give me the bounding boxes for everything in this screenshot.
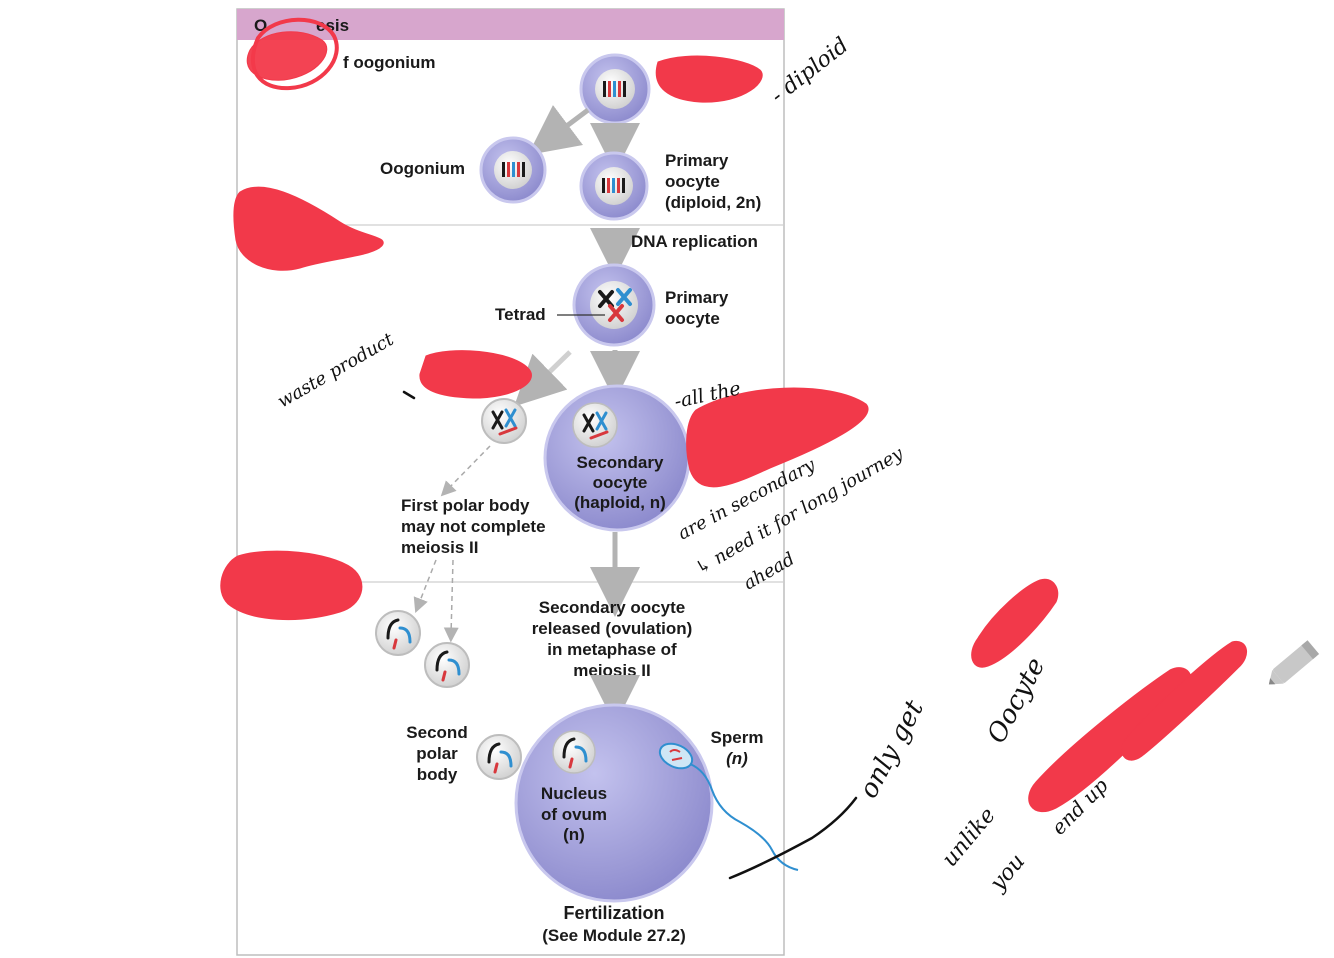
chromosome-set-top xyxy=(603,81,626,97)
sperm-label-1: Sperm xyxy=(711,728,764,747)
oogonium-cell xyxy=(479,136,547,204)
tetrad-chromosomes xyxy=(598,288,632,322)
second-polar-label-1: Second xyxy=(406,723,467,742)
primary-oocyte-cell xyxy=(579,151,649,221)
redaction-header-fill xyxy=(246,31,328,81)
nucleus-label-2: of ovum xyxy=(541,805,607,824)
fertilization-label: Fertilization xyxy=(563,903,664,923)
primary-oocyte-label-1: Primary xyxy=(665,151,729,170)
ovum-cell xyxy=(514,703,714,903)
secondary-oocyte-label-2: oocyte xyxy=(593,473,648,492)
nucleus-label-1: Nucleus xyxy=(541,784,607,803)
second-polar-label-2: polar xyxy=(416,744,458,763)
dashed-arrow-polar-a xyxy=(440,445,491,497)
header-title: esis xyxy=(316,16,349,35)
primary-oocyte-tetrad-cell xyxy=(572,263,656,347)
second-polar-label-3: body xyxy=(417,765,458,784)
first-polar-label-1: First polar body xyxy=(401,496,530,515)
dashed-arrow-polar-c xyxy=(443,559,459,643)
sperm-label-2: (n) xyxy=(726,749,748,768)
hand-arrow-ovum xyxy=(728,796,858,880)
arrow-to-oogonium xyxy=(528,105,590,155)
see-module-label: (See Module 27.2) xyxy=(542,926,686,945)
nucleus-label-3: (n) xyxy=(563,825,585,844)
sperm-cell xyxy=(658,742,799,871)
primary-oocyte-label-2: oocyte xyxy=(665,172,720,191)
hand-oocyte: Oocyte xyxy=(982,653,1052,748)
hand-arrow-waste xyxy=(402,390,416,400)
dna-replication-label: DNA replication xyxy=(631,232,758,251)
oogonium-label: Oogonium xyxy=(380,159,465,178)
primary-oocyte-b-label-1: Primary xyxy=(665,288,729,307)
first-polar-label-3: meiosis II xyxy=(401,538,478,557)
primary-oocyte-label-3: (diploid, 2n) xyxy=(665,193,761,212)
oogonium-top-cell xyxy=(579,53,651,125)
secondary-oocyte-cell xyxy=(543,384,691,532)
redaction-left-2 xyxy=(220,550,363,620)
hand-unlike: unlike xyxy=(937,803,1000,872)
redaction-all-the xyxy=(686,387,869,488)
released-label-3: in metaphase of xyxy=(547,640,677,659)
redaction-left-1 xyxy=(233,186,384,271)
pencil-icon[interactable] xyxy=(1263,640,1320,691)
oogonium-mitosis-label: f oogonium xyxy=(343,53,436,72)
polar-body-small-2 xyxy=(424,642,470,688)
second-polar-body xyxy=(476,734,522,780)
redaction-right-3 xyxy=(1121,640,1247,761)
arrow-to-first-polar xyxy=(514,350,572,407)
redaction-right-1 xyxy=(971,578,1059,668)
tetrad-label: Tetrad xyxy=(495,305,546,324)
hand-you: you xyxy=(985,849,1030,896)
redaction-top-right xyxy=(655,55,763,103)
secondary-oocyte-label-3: (haploid, n) xyxy=(574,493,666,512)
secondary-oocyte-label-1: Secondary xyxy=(577,453,664,472)
released-label-2: released (ovulation) xyxy=(532,619,693,638)
header-band xyxy=(237,9,784,40)
polar-body-small-1 xyxy=(375,610,421,656)
released-label-4: meiosis II xyxy=(573,661,650,680)
first-polar-label-2: may not complete xyxy=(401,517,546,536)
released-label-1: Secondary oocyte xyxy=(539,598,685,617)
redaction-waste xyxy=(419,350,532,399)
first-polar-body xyxy=(481,398,527,444)
redaction-marks xyxy=(220,17,1247,813)
hand-only-get: only get xyxy=(854,695,931,803)
primary-oocyte-b-label-2: oocyte xyxy=(665,309,720,328)
